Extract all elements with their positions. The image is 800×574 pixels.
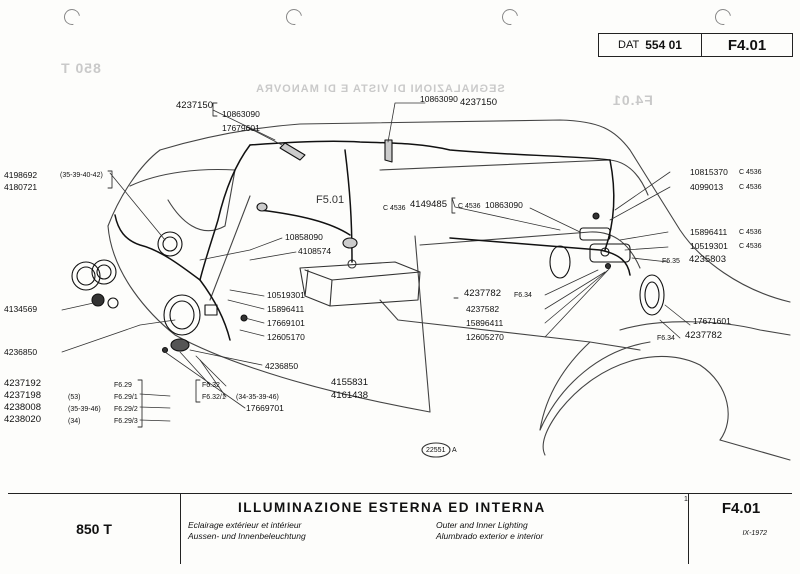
part-12605270: 12605270 (466, 332, 504, 342)
issue-date: IX-1972 (742, 530, 767, 537)
part-4238008-note: (35-39-46) (68, 406, 101, 413)
code-c4536-a: C 4536 (383, 205, 406, 212)
ref-F6-29-3: F6.29/3 (114, 418, 138, 425)
part-17669701: 17669701 (246, 403, 284, 413)
code-c4536-b: C 4536 (458, 203, 481, 210)
part-4149485: 4149485 (410, 199, 447, 210)
part-4237782-rear: 4237782 (464, 288, 501, 299)
interior-lamps (256, 139, 393, 249)
ref-F6-34-b: F6.34 (657, 335, 675, 342)
part-4237782-side: 4237782 (685, 330, 722, 341)
part-4235803: 4235803 (689, 254, 726, 265)
part-10863090-roof: 10863090 (420, 94, 458, 104)
part-4238020-note: (34) (68, 418, 81, 425)
footer-page-code: F4.01 (721, 500, 761, 517)
part-4198692: 4198692 (4, 170, 38, 180)
part-15896411-rear: 15896411 (690, 227, 728, 237)
part-4236850-left: 4236850 (4, 347, 38, 357)
figure-reference-number: 22551 (426, 447, 446, 454)
part-15896411-lower: 15896411 (466, 318, 504, 328)
ref-F6-29-2: F6.29/2 (114, 406, 138, 413)
dat-number: 554 01 (645, 38, 682, 52)
ref-F6-32-1: F6.32/1 (202, 394, 226, 401)
part-4180721: 4180721 (4, 182, 38, 192)
part-10863090-side: 10863090 (485, 200, 523, 210)
wiring-harness (114, 140, 631, 341)
code-c4536-e: C 4536 (739, 229, 762, 236)
fuel-tank-drawing (299, 259, 421, 307)
part-10863090-top: 10863090 (222, 109, 260, 119)
part-4237150-top: 4237150 (176, 100, 213, 111)
part-17669101: 17669101 (267, 318, 305, 328)
code-c4536-d: C 4536 (739, 184, 762, 191)
ref-F6-34-a: F6.34 (514, 292, 532, 299)
title-german: Aussen- und Innenbeleuchtung (188, 531, 306, 541)
part-4198692-note: (35-39-40-42) (60, 172, 103, 179)
ref-F6-32-1-note: (34-35-39-46) (236, 394, 279, 401)
part-17671601: 17671601 (693, 316, 731, 326)
part-10519301-front: 10519301 (267, 290, 305, 300)
part-10858090: 10858090 (285, 232, 323, 242)
dat-label: DAT (618, 39, 640, 51)
part-4155831: 4155831 (331, 377, 368, 388)
part-4237192: 4237192 (4, 378, 41, 389)
ref-F6-32: F6.32 (202, 382, 220, 389)
part-15896411-front: 15896411 (267, 304, 305, 314)
header-page-code: F4.01 (701, 33, 793, 57)
part-10815370: 10815370 (690, 167, 728, 177)
van-body-outline (107, 119, 791, 461)
footer-code-box: F4.01 IX-1972 (688, 494, 793, 564)
dat-reference: DAT 554 01 (598, 33, 702, 57)
reference-oval (421, 442, 451, 458)
ref-F5-01: F5.01 (316, 194, 345, 206)
code-c4536-f: C 4536 (739, 243, 762, 250)
headlamp-assembly-left (71, 231, 248, 354)
ref-F6-29: F6.29 (114, 382, 132, 389)
ref-F6-35: F6.35 (662, 258, 680, 265)
rear-lamp-assembly (549, 212, 665, 316)
part-4134569: 4134569 (4, 304, 38, 314)
part-17679601: 17679601 (222, 123, 260, 133)
part-4161438: 4161438 (331, 390, 368, 401)
vehicle-model: 850 T (8, 494, 181, 564)
part-4237582: 4237582 (466, 304, 500, 314)
title-spanish: Alumbrado exterior e interior (436, 531, 544, 541)
part-4237198-note: (53) (68, 394, 81, 401)
ref-F6-29-1: F6.29/1 (114, 394, 138, 401)
part-4099013: 4099013 (690, 182, 724, 192)
part-4237198: 4237198 (4, 390, 41, 401)
part-4237150-roof: 4237150 (460, 97, 497, 108)
sheet-mark: 1 (684, 496, 688, 503)
code-c4536-c: C 4536 (739, 169, 762, 176)
part-4238008: 4238008 (4, 402, 41, 413)
part-12605170: 12605170 (267, 332, 305, 342)
part-4236850-center: 4236850 (265, 361, 299, 371)
figure-reference-letter: A (452, 447, 457, 454)
leader-lines (61, 102, 691, 422)
title-french: Eclairage extérieur et intérieur (188, 520, 302, 530)
title-english: Outer and Inner Lighting (436, 520, 528, 530)
part-4108574: 4108574 (298, 246, 332, 256)
title-block: 850 T ILLUMINAZIONE ESTERNA ED INTERNA E… (8, 493, 793, 564)
label-brackets (107, 102, 459, 428)
part-10519301-rear: 10519301 (690, 241, 728, 251)
section-title: ILLUMINAZIONE ESTERNA ED INTERNA (238, 500, 546, 515)
part-4238020: 4238020 (4, 414, 41, 425)
